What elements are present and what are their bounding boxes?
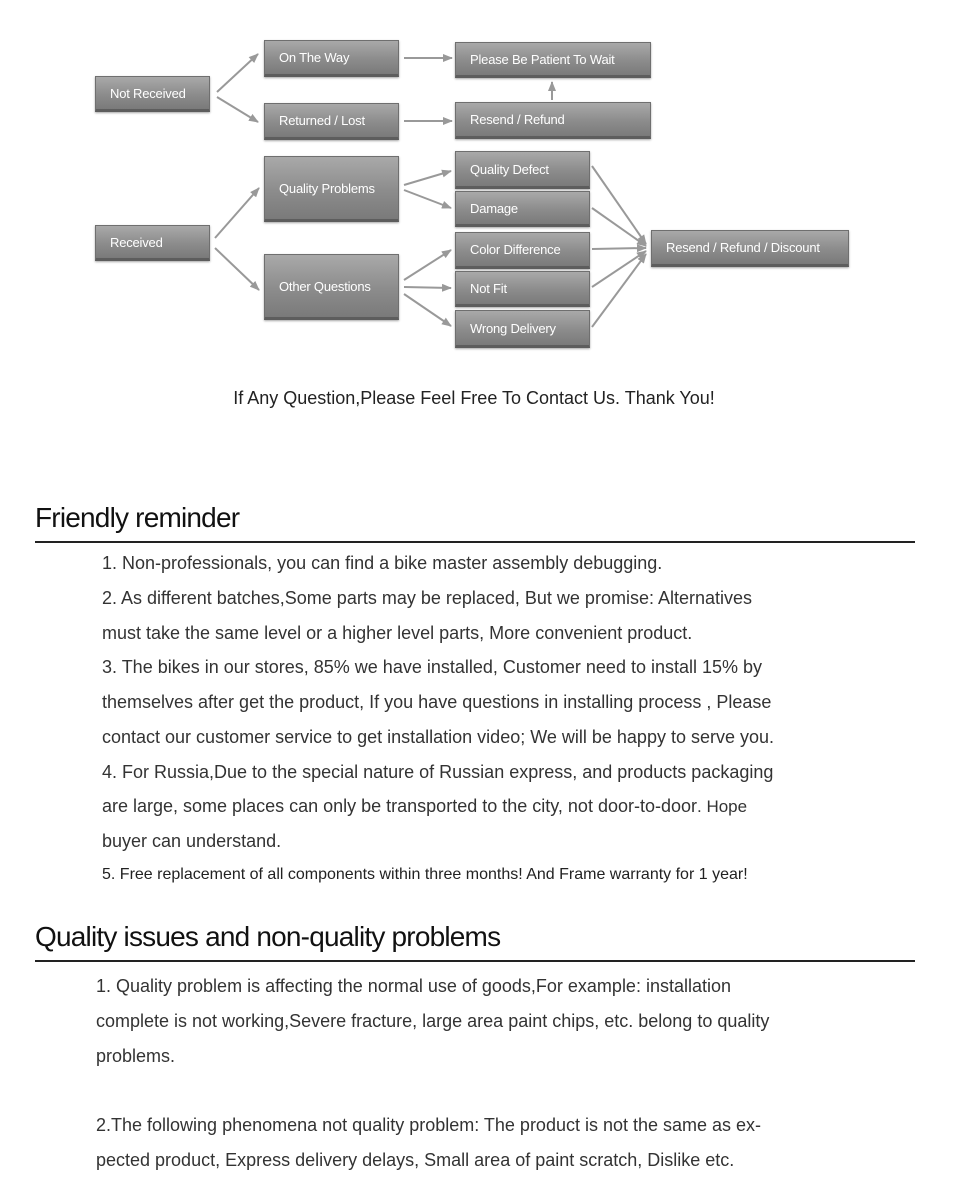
arrow-color-to-discount [591, 244, 647, 253]
box-on-the-way: On The Way [264, 40, 399, 77]
reminder-item-4-line-3: buyer can understand. [102, 831, 282, 851]
arrow-notfit-to-discount [591, 250, 647, 288]
arrow-other-to-color [403, 249, 452, 281]
reminder-item-5: 5. Free replacement of all components wi… [102, 866, 748, 883]
box-received: Received [95, 225, 210, 261]
arrow-other-to-notfit [403, 283, 452, 292]
arrow-received-to-other [214, 247, 260, 291]
quality-title: Quality issues and non-quality problems [35, 921, 501, 952]
box-wrong-delivery: Wrong Delivery [455, 310, 590, 348]
reminder-item-1: 1. Non-professionals, you can find a bik… [102, 553, 663, 573]
box-quality-defect: Quality Defect [455, 151, 590, 189]
reminder-item-3-line-1: 3. The bikes in our stores, 85% we have … [102, 657, 763, 677]
arrow-wrong-to-discount [591, 253, 647, 328]
box-other-questions: Other Questions [264, 254, 399, 320]
box-not-fit: Not Fit [455, 271, 590, 307]
box-resend-refund-discount: Resend / Refund / Discount [651, 230, 849, 267]
box-damage: Damage [455, 191, 590, 227]
quality-p1-line-2: complete is not working,Severe fracture,… [96, 1011, 770, 1031]
quality-p1-line-1: 1. Quality problem is affecting the norm… [96, 976, 732, 996]
flowchart-arrows [214, 53, 647, 328]
quality-p2-line-2: pected product, Express delivery delays,… [96, 1150, 735, 1170]
box-please-wait: Please Be Patient To Wait [455, 42, 651, 78]
reminder-item-3-line-3: contact our customer service to get inst… [102, 727, 775, 747]
box-color-difference: Color Difference [455, 232, 590, 269]
reminder-divider [35, 541, 915, 543]
after-sales-flowchart: Not Received On The Way Returned / Lost … [0, 0, 960, 370]
contact-message: If Any Question,Please Feel Free To Cont… [233, 388, 715, 408]
arrow-damage-to-discount [591, 207, 647, 247]
quality-divider [35, 960, 915, 962]
box-resend-refund: Resend / Refund [455, 102, 651, 139]
reminder-item-4-line-2-tail: . Hope [697, 797, 748, 816]
box-returned-lost: Returned / Lost [264, 103, 399, 140]
reminder-item-2-line-2: must take the same level or a higher lev… [102, 623, 693, 643]
box-not-received: Not Received [95, 76, 210, 112]
arrow-not-received-to-returned [216, 96, 259, 123]
arrow-defect-to-discount [591, 165, 647, 245]
quality-p1-line-3: problems. [96, 1046, 176, 1066]
arrow-received-to-quality [214, 187, 260, 239]
reminder-item-3-line-2: themselves after get the product, If you… [102, 692, 772, 712]
reminder-title: Friendly reminder [35, 502, 240, 533]
arrow-quality-to-damage [403, 189, 452, 209]
box-quality-problems: Quality Problems [264, 156, 399, 222]
reminder-item-4-line-2-main: are large, some places can only be trans… [102, 796, 697, 816]
reminder-item-4-line-2: are large, some places can only be trans… [102, 789, 747, 825]
reminder-item-4-line-1: 4. For Russia,Due to the special nature … [102, 762, 774, 782]
arrow-not-received-to-on-the-way [216, 53, 259, 93]
quality-p2-line-1: 2.The following phenomena not quality pr… [96, 1115, 762, 1135]
arrow-quality-to-defect [403, 169, 452, 186]
reminder-item-2-line-1: 2. As different batches,Some parts may b… [102, 588, 753, 608]
arrow-other-to-wrong [403, 293, 452, 327]
